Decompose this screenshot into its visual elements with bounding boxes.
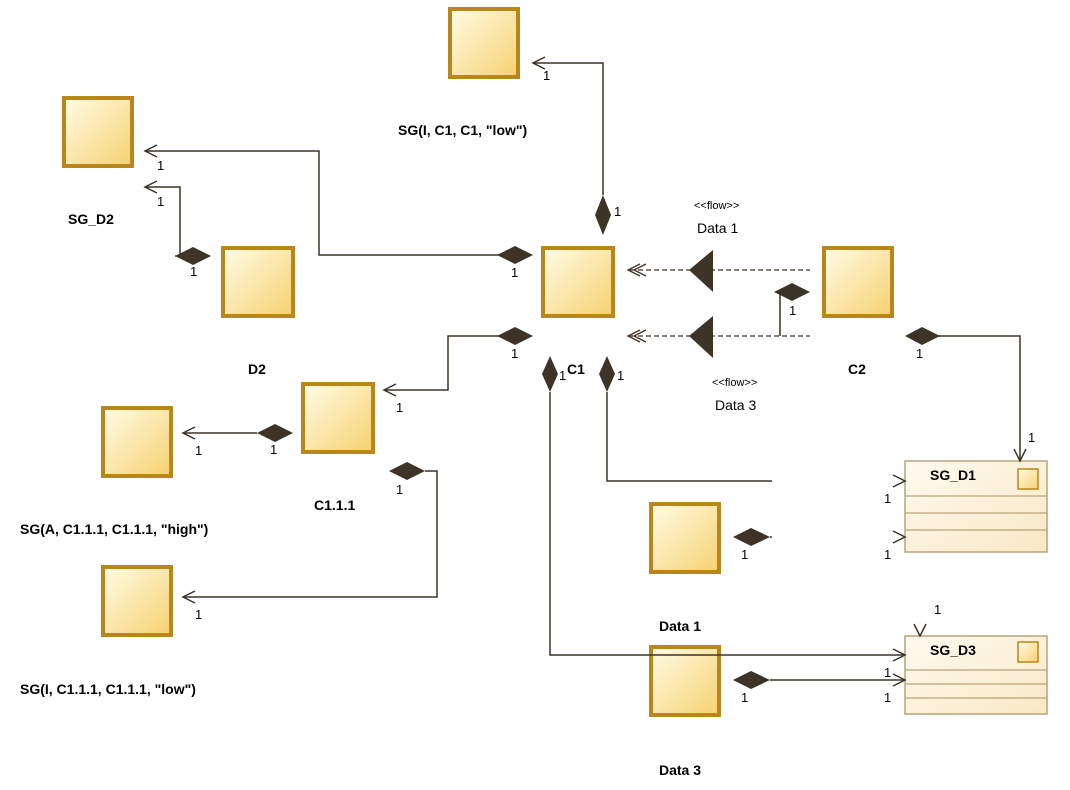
connector[interactable] <box>935 335 1021 461</box>
block-label-c2: C2 <box>848 361 866 377</box>
flow-stereotype: <<flow>> <box>694 200 740 212</box>
multiplicity-label: 1 <box>511 346 519 361</box>
block-label-sg-i-c111: SG(I, C1.1.1, C1.1.1, "low") <box>20 681 196 697</box>
block-label-d2: D2 <box>248 361 266 377</box>
block-label-c1-1-1: C1.1.1 <box>314 497 356 513</box>
multiplicity-label: 1 <box>511 265 519 280</box>
flow-triangle <box>689 250 713 292</box>
multiplicity-label: 1 <box>741 547 749 562</box>
block-label-sg-a-c111: SG(A, C1.1.1, C1.1.1, "high") <box>20 521 209 537</box>
class-icon <box>1017 641 1039 663</box>
composite-diamond <box>497 327 533 345</box>
block-c1-1-1[interactable] <box>301 382 375 454</box>
class-name-sg-d3: SG_D3 <box>930 642 976 658</box>
composite-diamond <box>599 356 615 392</box>
multiplicity-label: 1 <box>884 690 892 705</box>
multiplicity-label: 1 <box>157 194 165 209</box>
block-label-data1: Data 1 <box>659 618 702 634</box>
multiplicity-label: 1 <box>195 607 203 622</box>
multiplicity-label: 1 <box>1028 430 1036 445</box>
connector[interactable] <box>549 392 905 656</box>
flow-label-data1: Data 1 <box>697 220 739 236</box>
multiplicity-label: 1 <box>916 346 924 361</box>
multiplicity-label: 1 <box>884 547 892 562</box>
multiplicity-label: 1 <box>884 665 892 680</box>
composite-diamond <box>175 247 211 265</box>
block-data3[interactable] <box>649 645 721 717</box>
composite-diamond <box>497 246 533 264</box>
block-sg-d2[interactable] <box>62 96 134 168</box>
multiplicity-label: 1 <box>190 264 198 279</box>
connector[interactable] <box>533 62 604 195</box>
block-c1[interactable] <box>541 246 615 318</box>
multiplicity-label: 1 <box>543 68 551 83</box>
block-sg-a-c111[interactable] <box>101 406 173 478</box>
composite-diamond <box>257 424 293 442</box>
block-label-data3: Data 3 <box>659 762 702 778</box>
multiplicity-label: 1 <box>559 368 567 383</box>
class-name-sg-d1: SG_D1 <box>930 467 976 483</box>
block-label-sg-d2: SG_D2 <box>68 211 114 227</box>
flow-stereotype: <<flow>> <box>712 377 758 389</box>
composite-diamond <box>733 671 770 689</box>
multiplicity-label: 1 <box>614 204 622 219</box>
block-label-sg-i-c1: SG(I, C1, C1, "low") <box>398 122 528 138</box>
composite-diamond <box>389 462 425 480</box>
multiplicity-label: 1 <box>157 158 165 173</box>
connector[interactable] <box>384 335 500 391</box>
multiplicity-label: 1 <box>270 442 278 457</box>
block-label-c1: C1 <box>567 361 585 377</box>
composite-diamond <box>595 195 611 235</box>
multiplicity-label: 1 <box>195 443 203 458</box>
connector[interactable] <box>606 392 772 482</box>
block-d2[interactable] <box>221 246 295 318</box>
block-sg-i-c1[interactable] <box>448 7 520 79</box>
composite-diamond <box>542 356 558 392</box>
class-icon <box>1017 468 1039 490</box>
multiplicity-label: 1 <box>789 303 797 318</box>
composite-diamond <box>733 528 770 546</box>
block-data1[interactable] <box>649 502 721 574</box>
multiplicity-label: 1 <box>396 400 404 415</box>
multiplicity-label: 1 <box>741 690 749 705</box>
block-sg-i-c111[interactable] <box>101 565 173 637</box>
flow-label-data3: Data 3 <box>715 397 757 413</box>
multiplicity-label: 1 <box>396 482 404 497</box>
flow-triangle <box>689 316 713 358</box>
multiplicity-label: 1 <box>617 368 625 383</box>
class-sg-d1[interactable] <box>904 460 1048 553</box>
multiplicity-label: 1 <box>884 491 892 506</box>
composite-diamond <box>905 327 940 345</box>
class-sg-d3[interactable] <box>904 635 1048 715</box>
connector[interactable] <box>145 150 500 256</box>
multiplicity-label: 1 <box>934 602 942 617</box>
connector[interactable] <box>183 470 438 598</box>
block-c2[interactable] <box>822 246 894 318</box>
composite-diamond <box>774 283 810 301</box>
